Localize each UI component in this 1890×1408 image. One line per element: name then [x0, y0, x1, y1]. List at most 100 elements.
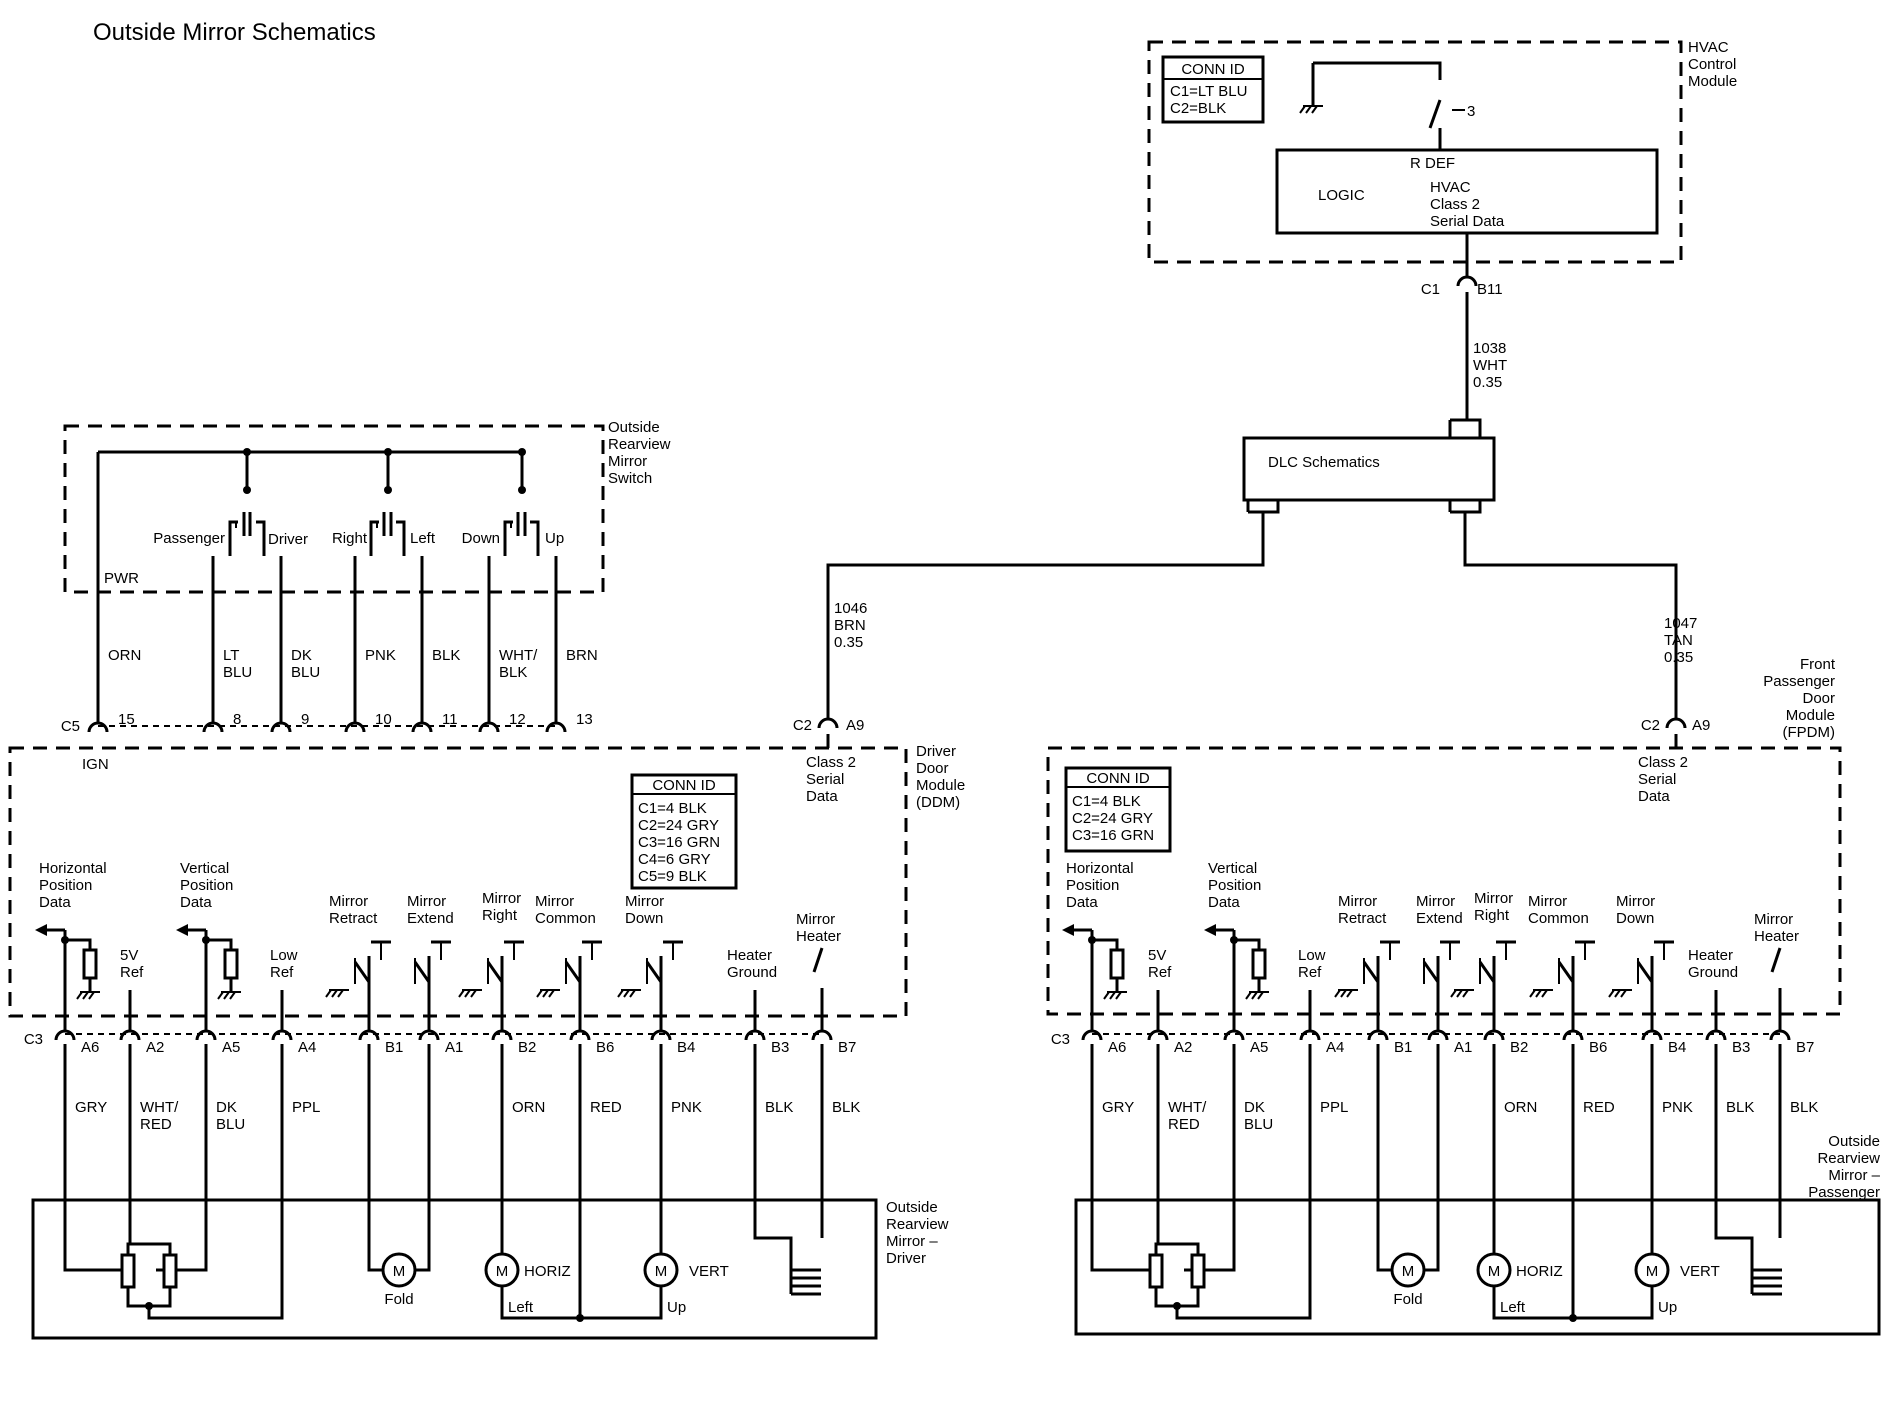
ground-icon — [82, 991, 89, 1000]
motor-symbol: M — [1402, 1263, 1415, 1280]
ddm-serial-label: Data — [806, 788, 838, 805]
ddm-label: Module — [916, 777, 965, 794]
connector-icon — [491, 1029, 513, 1041]
ddm-serial-wire-label: BRN — [834, 617, 866, 634]
ddm-wire-color: GRY — [75, 1099, 107, 1116]
ddm-label: (DDM) — [916, 794, 960, 811]
switch-icon — [1557, 961, 1575, 983]
ddm-retract-label: Retract — [329, 910, 378, 927]
ground-icon — [464, 989, 471, 998]
ddm-wire-color: WHT/ — [140, 1099, 179, 1116]
ddm-pin-label: A4 — [298, 1039, 316, 1056]
c5-connector-label: C5 — [61, 718, 80, 735]
fpdm-wire-color: WHT/ — [1168, 1099, 1207, 1116]
fpdm-pin-label: A2 — [1174, 1039, 1192, 1056]
fpdm-conn-id-row: C3=16 GRN — [1072, 827, 1154, 844]
connector-icon — [1769, 1029, 1791, 1041]
fpdm-wire-color: GRY — [1102, 1099, 1134, 1116]
ddm-wire-color: BLU — [216, 1116, 245, 1133]
hvac-connector-pin: B11 — [1477, 281, 1503, 298]
mirror-passenger-label: Outside — [1828, 1133, 1880, 1150]
fpdm-heater-ground-label: Heater — [1688, 947, 1733, 964]
hvac-switch-pin: 3 — [1467, 103, 1475, 120]
fpdm-wire-color: DK — [1244, 1099, 1265, 1116]
hvac-connector-label: C1 — [1421, 281, 1440, 298]
fpdm-pin-label: A4 — [1326, 1039, 1344, 1056]
fpdm-label: Passenger — [1763, 673, 1835, 690]
connector-icon — [1665, 717, 1687, 729]
hvac-module-label: Control — [1688, 56, 1736, 73]
motor-symbol: M — [655, 1263, 668, 1280]
ddm-wire-color: RED — [590, 1099, 622, 1116]
position-sensor-icon — [162, 1253, 178, 1289]
ddm-down-label: Mirror — [625, 893, 664, 910]
switch-icon — [1422, 961, 1440, 983]
ddm-extend-label: Mirror — [407, 893, 446, 910]
switch-icon — [486, 961, 504, 983]
splice-dot — [518, 486, 526, 494]
fpdm-position-wire — [1092, 938, 1119, 950]
mirror-switch-label: Mirror — [608, 453, 647, 470]
dlc-pin — [1450, 418, 1482, 438]
switch-position-up: Up — [545, 530, 564, 547]
hvac-module-label: Module — [1688, 73, 1737, 90]
splice-dot — [384, 448, 392, 456]
ddm-c2-label: C2 — [793, 717, 812, 734]
splice-dot — [1569, 1314, 1577, 1322]
connector-icon — [478, 721, 500, 733]
ddm-retract-label: Mirror — [329, 893, 368, 910]
mirror-passenger-label: Mirror – — [1828, 1167, 1880, 1184]
ddm-pin-label: A1 — [445, 1039, 463, 1056]
wiring-layer — [8, 40, 1881, 1340]
motor-icon — [1390, 1252, 1426, 1288]
switch-contact — [256, 520, 266, 556]
ground-icon — [1257, 991, 1264, 1000]
ground-icon — [1346, 989, 1353, 998]
switch-wire-pin: 8 — [233, 711, 241, 728]
mirror-switch-label: Rearview — [608, 436, 671, 453]
resistor-icon — [1109, 948, 1125, 980]
ground-icon — [470, 989, 477, 998]
mirror_driver-fold-label: Fold — [384, 1291, 413, 1308]
switch-wire-color: LT — [223, 647, 239, 664]
ground-icon — [536, 989, 543, 998]
splice-dot — [243, 486, 251, 494]
ddm-right-label: Mirror — [482, 890, 521, 907]
ddm-conn-id-row: C3=16 GRN — [638, 834, 720, 851]
fpdm-pin-label: B1 — [1394, 1039, 1412, 1056]
connector-icon — [817, 717, 839, 729]
mirror-switch-label: Outside — [608, 419, 660, 436]
connector-icon — [545, 721, 567, 733]
ddm-serial-wire — [826, 512, 1265, 720]
switch-icon — [1770, 947, 1782, 973]
ddm-position-wire — [65, 938, 92, 950]
ddm-position-wire — [206, 938, 233, 950]
fpdm-wire-color: PPL — [1320, 1099, 1348, 1116]
connector-icon — [811, 1029, 833, 1041]
fpdm-heater-label: Heater — [1754, 928, 1799, 945]
ground-icon — [1456, 989, 1463, 998]
connector-icon — [54, 1029, 76, 1041]
ddm-module-box — [8, 746, 908, 1018]
connector-icon — [1427, 1029, 1449, 1041]
ddm-conn-id-row: C2=24 GRY — [638, 817, 719, 834]
fpdm-wire-color: ORN — [1504, 1099, 1537, 1116]
connector-icon — [1705, 1029, 1727, 1041]
connector-icon — [344, 721, 366, 733]
splice-dot — [518, 448, 526, 456]
switch-wire-color: WHT/ — [499, 647, 538, 664]
hvac-conn-id-header: CONN ID — [1181, 61, 1245, 78]
switch-wire-color: ORN — [108, 647, 141, 664]
dlc-label: DLC Schematics — [1268, 454, 1380, 471]
mirror_driver-horiz-label: HORIZ — [524, 1263, 571, 1280]
ground-icon — [76, 991, 83, 1000]
ddm-heater-label: Mirror — [796, 911, 835, 928]
ground-icon — [1541, 989, 1548, 998]
motor-icon — [1634, 1252, 1670, 1288]
ground-icon — [1299, 105, 1306, 114]
fpdm-module-box — [1046, 746, 1842, 1016]
ground-icon — [1245, 991, 1252, 1000]
mirror_driver-up-label: Up — [667, 1299, 686, 1316]
ground-icon — [458, 989, 465, 998]
